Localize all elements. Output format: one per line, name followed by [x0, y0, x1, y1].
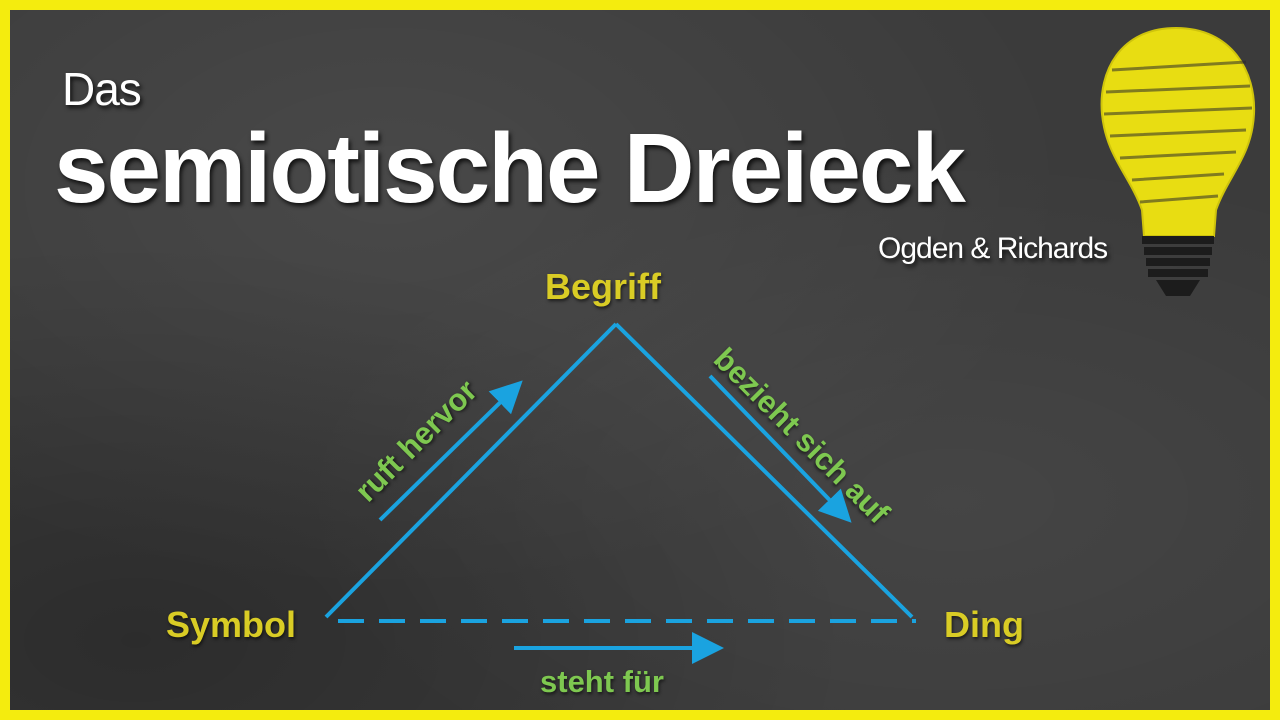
light-bulb-icon [1100, 26, 1256, 296]
node-label-symbol: Symbol [166, 604, 297, 645]
title-authors: Ogden & Richards [878, 232, 1108, 265]
edge-label-steht-fuer: steht für [540, 664, 664, 699]
arrow-bezieht-sich-auf [708, 374, 852, 523]
arrow-ruft-hervor [378, 380, 523, 522]
triangle-right-edge [614, 322, 914, 619]
node-label-begriff: Begriff [545, 266, 661, 307]
triangle-left-edge [324, 322, 618, 619]
node-label-ding: Ding [944, 604, 1024, 645]
title-prefix: Das [62, 63, 142, 115]
page-title: semiotische Dreieck [54, 113, 966, 223]
triangle-diagram [324, 26, 1256, 664]
